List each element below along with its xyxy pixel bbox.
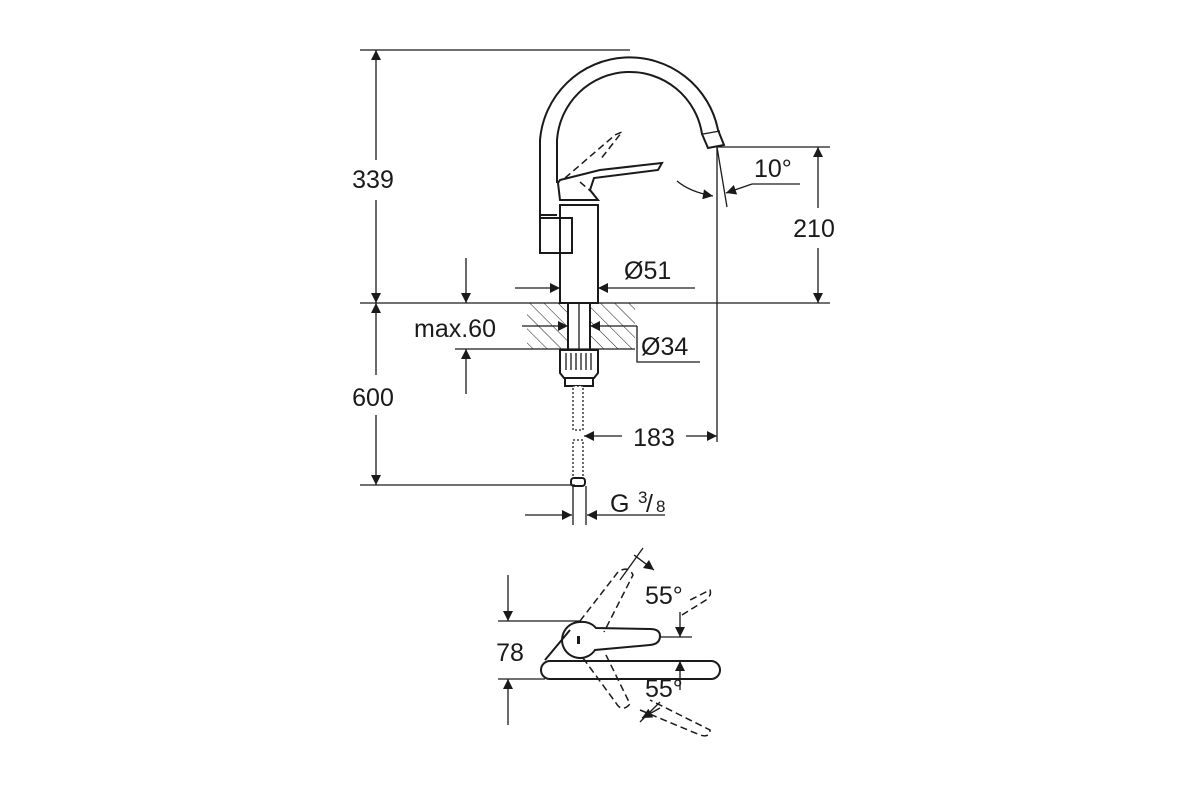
- dim-spout-angle: 10°: [754, 155, 792, 183]
- dim-hose-length: 600: [352, 384, 394, 412]
- dim-hole-diameter: Ø34: [641, 333, 688, 361]
- thread-slash: /: [646, 490, 653, 518]
- thread-letter: G: [610, 490, 629, 518]
- thread-numerator: 3: [638, 488, 647, 507]
- dim-thread: G 3 / 8: [610, 488, 665, 518]
- dim-rotation-upper: 55°: [645, 582, 683, 610]
- thread-denominator: 8: [656, 497, 665, 516]
- dim-lever-height: 78: [496, 639, 524, 667]
- dim-base-diameter: Ø51: [624, 257, 671, 285]
- dim-max-counter-thickness: max.60: [414, 315, 496, 343]
- dimension-lines: [360, 49, 830, 520]
- dim-spout-height: 210: [793, 215, 835, 243]
- faucet-top-view: [498, 547, 721, 737]
- dim-rotation-lower: 55°: [645, 675, 683, 703]
- dim-height-total: 339: [352, 166, 394, 194]
- dim-spout-reach: 183: [633, 424, 675, 452]
